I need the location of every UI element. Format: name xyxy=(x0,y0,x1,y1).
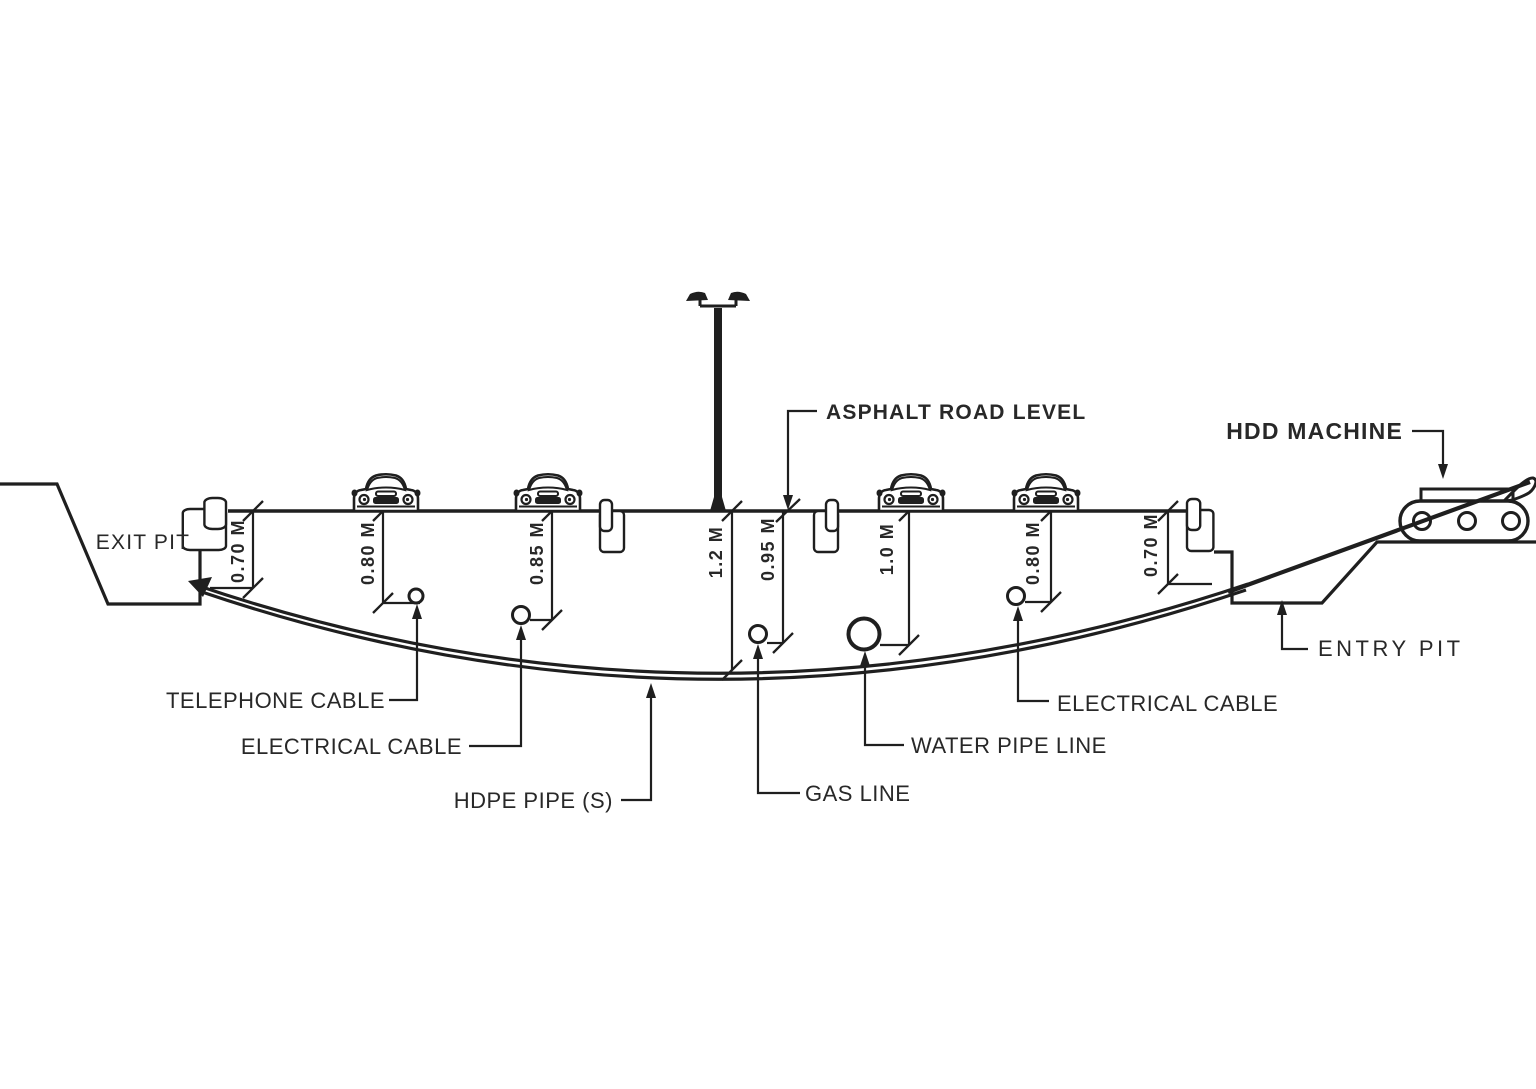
hdd-machine-label: HDD MACHINE xyxy=(1226,418,1403,444)
street-light-icon xyxy=(686,291,750,511)
dim-0-85: 0.85 M xyxy=(527,521,547,585)
hdd-rig-icon xyxy=(1227,476,1536,594)
electrical-cable-left-label: ELECTRICAL CABLE xyxy=(241,734,462,759)
telephone-cable-marker xyxy=(407,587,425,605)
kerb-stone-icon xyxy=(598,498,626,554)
electrical-cable-right-marker xyxy=(1006,586,1026,606)
dimension-lines xyxy=(210,511,1212,670)
car-front-icon xyxy=(512,472,584,513)
entry-pit-label: ENTRY PIT xyxy=(1318,636,1464,661)
drill-rod-guide xyxy=(1500,476,1536,503)
gas-line-marker xyxy=(748,624,768,644)
dim-0-80-right: 0.80 M xyxy=(1023,521,1043,585)
leader-arrowheads xyxy=(412,464,1448,698)
asphalt-road-level-label: ASPHALT ROAD LEVEL xyxy=(826,401,1086,424)
bore-pipe-curve-upper xyxy=(195,582,1249,675)
dim-0-70-left: 0.70 M xyxy=(228,519,248,583)
dim-1-2: 1.2 M xyxy=(706,526,726,579)
kerb-stone-icon xyxy=(812,498,840,554)
kerb-stone-icon xyxy=(1185,497,1215,553)
car-front-icon xyxy=(350,472,422,513)
dim-1-0: 1.0 M xyxy=(877,523,897,576)
car-front-icon xyxy=(875,472,947,513)
water-pipe-line-label: WATER PIPE LINE xyxy=(911,733,1107,758)
dim-0-95: 0.95 M xyxy=(758,517,778,581)
exit-pit-label: EXIT PIT xyxy=(96,531,190,554)
bore-pipe-curve-lower xyxy=(198,588,1247,681)
hdpe-pipe-label: HDPE PIPE (S) xyxy=(454,788,613,813)
leader-lines xyxy=(389,409,1445,802)
dim-0-80-left: 0.80 M xyxy=(358,521,378,585)
drill-rod xyxy=(1227,480,1531,594)
dim-0-70-right: 0.70 M xyxy=(1141,513,1161,577)
electrical-cable-right-label: ELECTRICAL CABLE xyxy=(1057,691,1278,716)
telephone-cable-label: TELEPHONE CABLE xyxy=(166,688,385,713)
gas-line-label: GAS LINE xyxy=(805,781,910,806)
entry-pit-ground-profile xyxy=(1214,540,1536,605)
electrical-cable-left-marker xyxy=(511,605,531,625)
water-pipe-marker xyxy=(846,616,882,652)
car-front-icon xyxy=(1010,472,1082,513)
pipe-exit-arrowhead xyxy=(188,577,212,597)
